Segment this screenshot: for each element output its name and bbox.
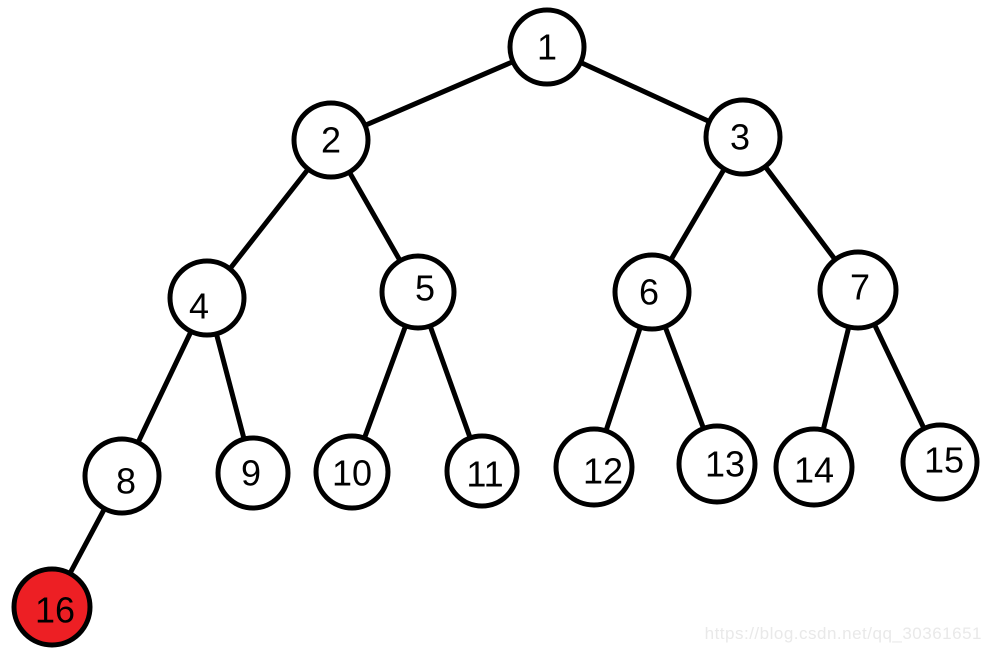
node-circle-16-highlighted xyxy=(11,566,93,648)
tree-node-4: 4 xyxy=(167,258,247,338)
node-circle-3 xyxy=(703,97,783,177)
tree-node-12: 12 xyxy=(553,426,635,508)
node-circle-7 xyxy=(817,249,899,331)
node-circle-14 xyxy=(773,426,855,508)
node-circle-4 xyxy=(167,258,247,338)
tree-node-8: 8 xyxy=(82,436,162,516)
node-circle-10 xyxy=(313,433,391,511)
node-label-7: 7 xyxy=(850,267,870,308)
node-circle-8 xyxy=(82,436,162,516)
node-circle-11 xyxy=(444,433,520,509)
node-label-5: 5 xyxy=(415,268,435,309)
node-circle-9 xyxy=(215,435,291,511)
node-label-2: 2 xyxy=(321,120,341,161)
node-label-14: 14 xyxy=(794,450,834,491)
tree-node-16: 16 xyxy=(11,566,93,648)
node-label-11: 11 xyxy=(466,454,503,495)
node-circle-1 xyxy=(507,7,587,87)
node-label-1: 1 xyxy=(537,27,557,68)
node-label-16: 16 xyxy=(35,590,75,631)
tree-node-2: 2 xyxy=(291,100,371,180)
node-circle-2 xyxy=(291,100,371,180)
tree-node-3: 3 xyxy=(703,97,783,177)
watermark-text: https://blog.csdn.net/qq_30361651 xyxy=(704,624,982,643)
node-circle-5 xyxy=(379,253,457,331)
tree-node-6: 6 xyxy=(612,252,692,332)
tree-node-11: 11 xyxy=(444,433,520,509)
tree-node-10: 10 xyxy=(313,433,391,511)
tree-node-13: 13 xyxy=(676,423,758,505)
tree-node-1: 1 xyxy=(507,7,587,87)
tree-node-15: 15 xyxy=(900,422,980,502)
node-label-15: 15 xyxy=(924,440,964,481)
tree-node-5: 5 xyxy=(379,253,457,331)
node-label-10: 10 xyxy=(332,453,372,494)
node-label-6: 6 xyxy=(639,272,659,313)
node-circle-12 xyxy=(553,426,635,508)
node-label-3: 3 xyxy=(730,117,750,158)
node-circle-6 xyxy=(612,252,692,332)
tree-node-14: 14 xyxy=(773,426,855,508)
node-circle-15 xyxy=(900,422,980,502)
node-label-4: 4 xyxy=(189,286,209,327)
node-label-8: 8 xyxy=(116,461,136,502)
node-label-12: 12 xyxy=(583,451,623,492)
tree-node-7: 7 xyxy=(817,249,899,331)
tree-node-9: 9 xyxy=(215,435,291,511)
node-circle-13 xyxy=(676,423,758,505)
node-label-13: 13 xyxy=(705,444,745,485)
node-label-9: 9 xyxy=(241,453,261,494)
